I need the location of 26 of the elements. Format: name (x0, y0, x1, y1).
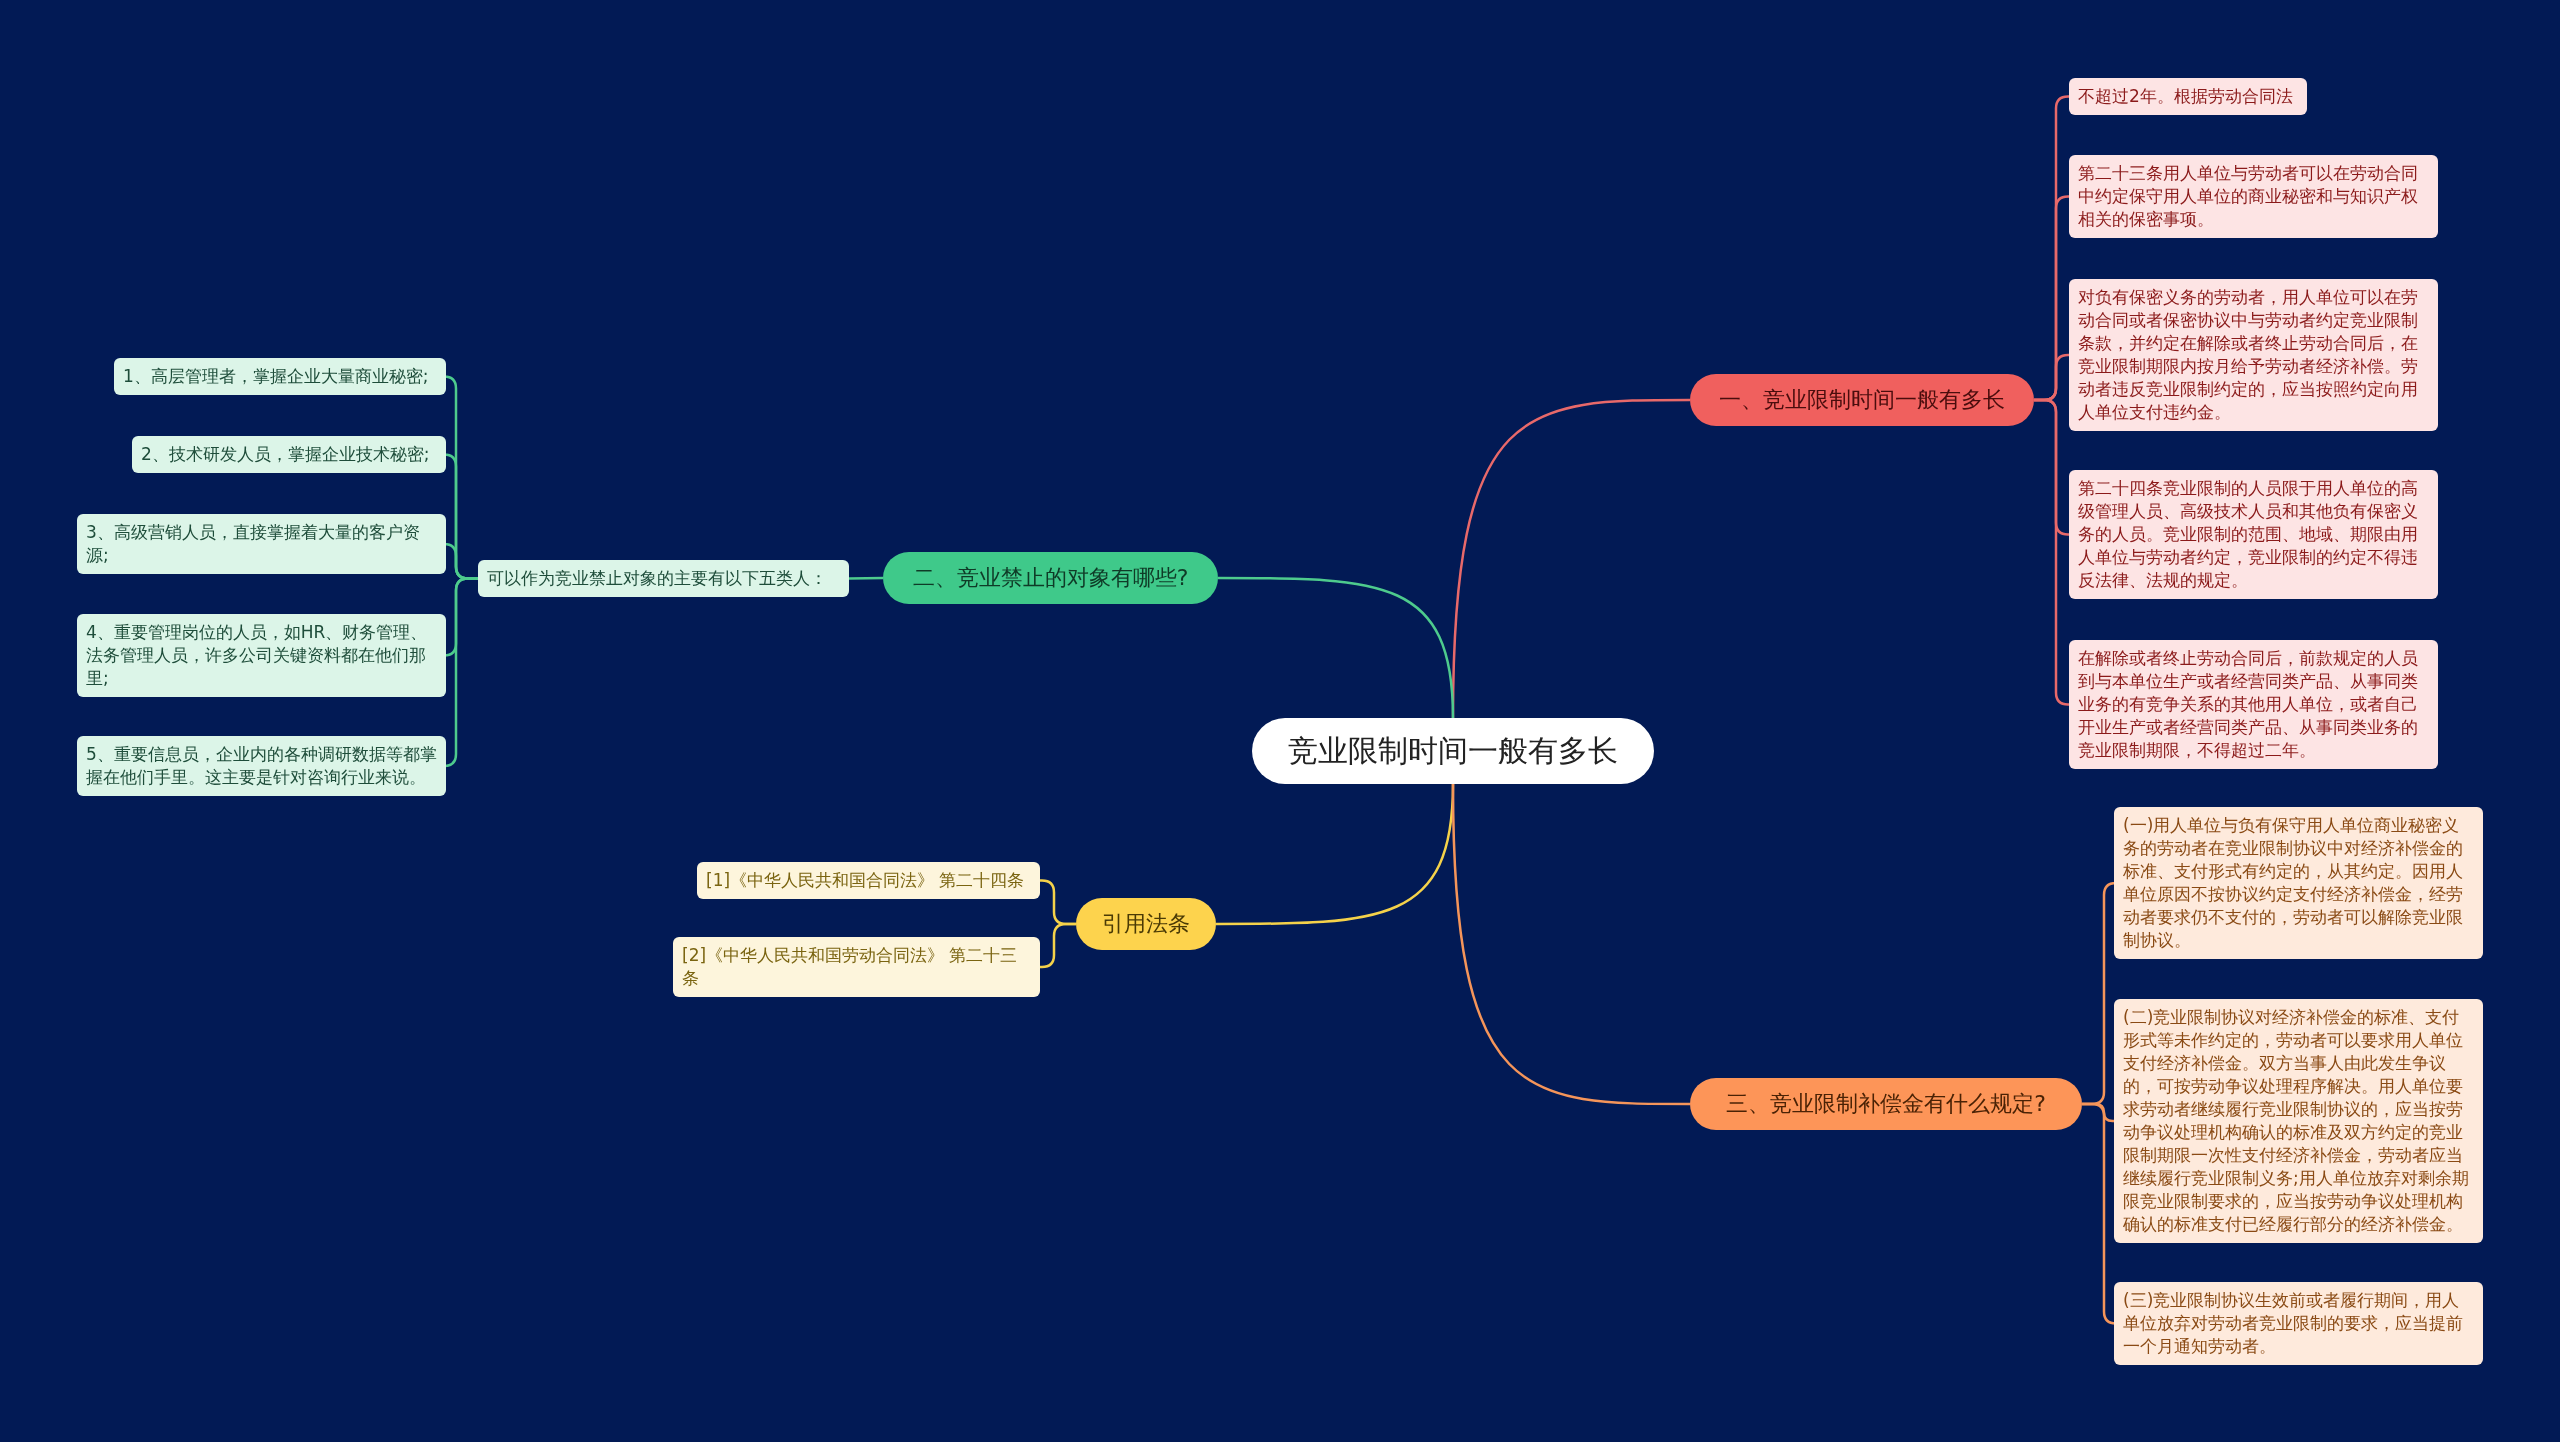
note-card: (一)用人单位与负有保守用人单位商业秘密义务的劳动者在竞业限制协议中对经济补偿金的标准、支付形式有约定的，从其约定。因用人单位原因不按协议约定支付经济补偿金，经劳动者要求仍不支付的，劳动者可以解除竞业限制协议。 (2114, 807, 2483, 959)
note-card: 3、高级营销人员，直接掌握着大量的客户资源; (77, 514, 446, 574)
connector-line (849, 576, 883, 580)
branch-topic: 一、竞业限制时间一般有多长 (1690, 374, 2034, 426)
note-card: 第二十四条竞业限制的人员限于用人单位的高级管理人员、高级技术人员和其他负有保密义务的人员。竞业限制的范围、地域、期限由用人单位与劳动者约定，竞业限制的约定不得违反法律、法规的规定。 (2069, 470, 2438, 599)
note-card: (二)竞业限制协议对经济补偿金的标准、支付形式等未作约定的，劳动者可以要求用人单位支付经济补偿金。双方当事人由此发生争议的，可按劳动争议处理程序解决。用人单位要求劳动者继续履行竞业限制协议的，应当按劳动争议处理机构确认的标准及双方约定的竞业限制期限一次性支付经济补偿金，劳动者应当继续履行竞业限制义务;用人单位放弃对剩余期限竞业限制要求的，应当按劳动争议处理机构确认的标准支付已经履行部分的经济补偿金。 (2114, 999, 2483, 1243)
note-card: 在解除或者终止劳动合同后，前款规定的人员到与本单位生产或者经营同类产品、从事同类业务的有竞争关系的其他用人单位，或者自己开业生产或者经营同类产品、从事同类业务的竞业限制期限，不得超过二年。 (2069, 640, 2438, 769)
branch-topic: 三、竞业限制补偿金有什么规定? (1690, 1078, 2082, 1130)
note-card: 2、技术研发人员，掌握企业技术秘密; (132, 436, 446, 473)
note-card: 可以作为竞业禁止对象的主要有以下五类人： (478, 560, 849, 597)
connector-line (1451, 783, 1690, 1106)
note-card: 1、高层管理者，掌握企业大量商业秘密; (114, 358, 446, 395)
connector-line (1040, 922, 1076, 969)
branch-topic: 二、竞业禁止的对象有哪些? (883, 552, 1218, 604)
note-card: [2]《中华人民共和国劳动合同法》 第二十三条 (673, 937, 1040, 997)
note-card: 不超过2年。根据劳动合同法 (2069, 78, 2307, 115)
note-card: 对负有保密义务的劳动者，用人单位可以在劳动合同或者保密协议中与劳动者约定竞业限制条款，并约定在解除或者终止劳动合同后，在竞业限制期限内按月给予劳动者经济补偿。劳动者违反竞业限制约定的，应当按照约定向用人单位支付违约金。 (2069, 279, 2438, 431)
connector-line (2034, 398, 2070, 706)
note-card: 4、重要管理岗位的人员，如HR、财务管理、法务管理人员，许多公司关键资料都在他们那里; (77, 614, 446, 697)
note-card: 第二十三条用人单位与劳动者可以在劳动合同中约定保守用人单位的商业秘密和与知识产权相关的保密事项。 (2069, 155, 2438, 238)
note-card: [1]《中华人民共和国合同法》 第二十四条 (697, 862, 1040, 899)
note-card: (三)竞业限制协议生效前或者履行期间，用人单位放弃对劳动者竞业限制的要求，应当提前一个月通知劳动者。 (2114, 1282, 2483, 1365)
note-card: 5、重要信息员，企业内的各种调研数据等都掌握在他们手里。这主要是针对咨询行业来说。 (77, 736, 446, 796)
connector-line (1218, 576, 1455, 719)
branch-topic: 引用法条 (1076, 898, 1216, 950)
central-topic: 竞业限制时间一般有多长 (1252, 718, 1654, 784)
